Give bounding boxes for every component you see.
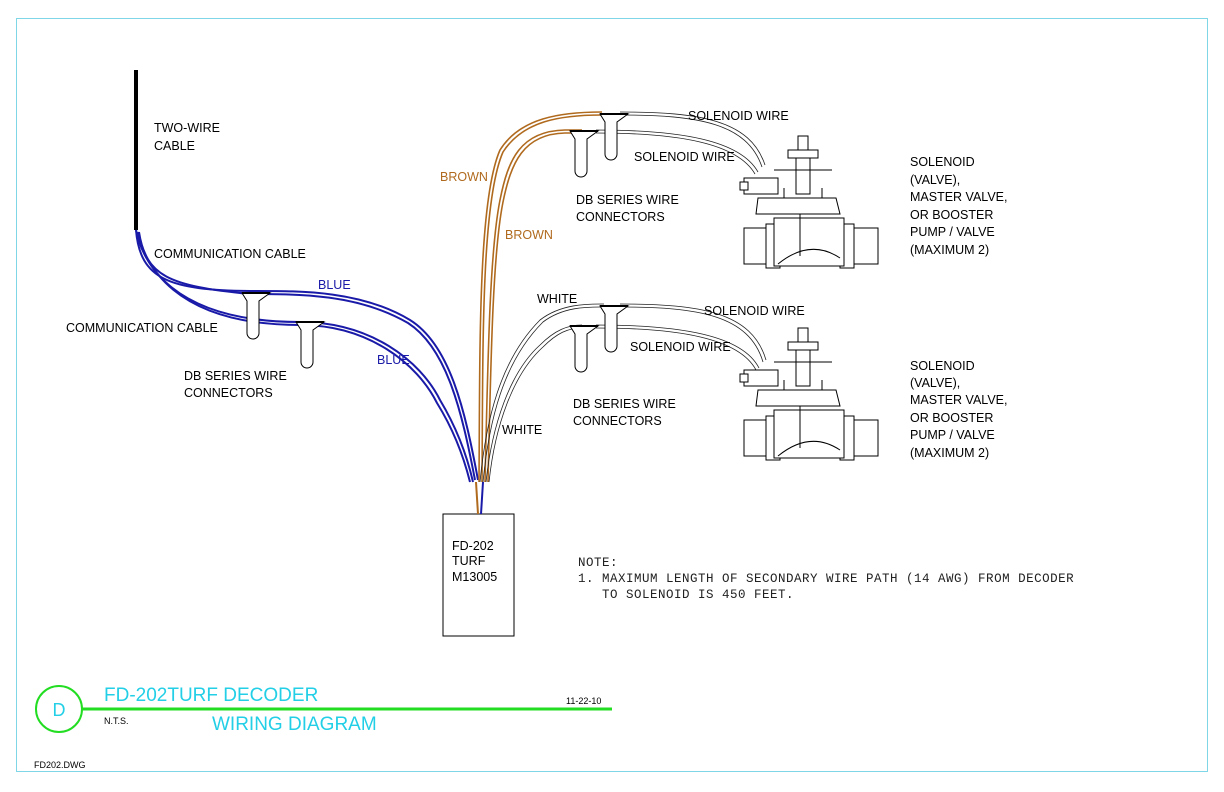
db-connectors-bot-label-2: CONNECTORS: [573, 414, 662, 428]
sol-bot-line-5: PUMP / VALVE: [910, 428, 995, 442]
date-label: 11-22-10: [566, 696, 601, 706]
solenoid-wire-label-top-1: SOLENOID WIRE: [688, 109, 789, 123]
note-line-1: 1. MAXIMUM LENGTH OF SECONDARY WIRE PATH…: [578, 572, 1074, 586]
decoder-label-3: M13005: [452, 570, 497, 584]
blue-label-1: BLUE: [318, 278, 351, 292]
note-heading: NOTE:: [578, 556, 618, 570]
sol-top-line-5: PUMP / VALVE: [910, 225, 995, 239]
db-connectors-left-label-2: CONNECTORS: [184, 386, 273, 400]
sol-bot-line-6: (MAXIMUM 2): [910, 446, 989, 460]
wire-connector-left-2: [295, 321, 325, 369]
blue-communication-wires: [135, 229, 479, 483]
wire-connector-bot-1: [599, 305, 629, 353]
two-wire-label-2: CABLE: [154, 139, 195, 153]
wire-connector-bot-2: [569, 325, 599, 373]
sol-top-line-1: SOLENOID: [910, 155, 975, 169]
title-line-2: WIRING DIAGRAM: [212, 714, 377, 735]
white-label-2: WHITE: [502, 423, 542, 437]
scale-label: N.T.S.: [104, 716, 129, 726]
note-line-2: TO SOLENOID IS 450 FEET.: [578, 588, 794, 602]
filename-label: FD202.DWG: [34, 760, 86, 770]
sol-bot-line-2: (VALVE),: [910, 376, 960, 390]
white-label-1: WHITE: [537, 292, 577, 306]
brown-label-2: BROWN: [505, 228, 553, 242]
drawing-frame: [16, 18, 1208, 772]
brown-label-1: BROWN: [440, 170, 488, 184]
wire-connector-top-1: [599, 113, 629, 161]
white-wires: [479, 303, 605, 483]
comm-cable-label-1: COMMUNICATION CABLE: [154, 247, 306, 261]
sol-top-line-2: (VALVE),: [910, 173, 960, 187]
sol-bot-line-3: MASTER VALVE,: [910, 393, 1007, 407]
two-wire-label-1: TWO-WIRE: [154, 121, 220, 135]
wire-connector-top-2: [569, 130, 599, 178]
comm-cable-label-2: COMMUNICATION CABLE: [66, 321, 218, 335]
db-connectors-left-label-1: DB SERIES WIRE: [184, 369, 287, 383]
sol-top-line-3: MASTER VALVE,: [910, 190, 1007, 204]
solenoid-wire-label-bot-1: SOLENOID WIRE: [704, 304, 805, 318]
db-connectors-top-label-1: DB SERIES WIRE: [576, 193, 679, 207]
sol-bot-line-4: OR BOOSTER: [910, 411, 993, 425]
solenoid-description-bottom: SOLENOID (VALVE), MASTER VALVE, OR BOOST…: [910, 359, 1007, 460]
sol-top-line-6: (MAXIMUM 2): [910, 243, 989, 257]
db-connectors-top-label-2: CONNECTORS: [576, 210, 665, 224]
db-connectors-bot-label-1: DB SERIES WIRE: [573, 397, 676, 411]
solenoid-wires-top: [595, 111, 766, 175]
sol-top-line-4: OR BOOSTER: [910, 208, 993, 222]
decoder-box: [442, 513, 515, 637]
decoder-label-1: FD-202: [452, 539, 494, 553]
decoder-label-2: TURF: [452, 554, 486, 568]
detail-badge-letter: D: [53, 700, 66, 720]
wire-connector-left-1: [241, 292, 271, 340]
solenoid-wire-label-bot-2: SOLENOID WIRE: [630, 340, 731, 354]
solenoid-description-top: SOLENOID (VALVE), MASTER VALVE, OR BOOST…: [910, 155, 1007, 257]
solenoid-wires-bot: [595, 303, 767, 371]
title-line-1: FD-202TURF DECODER: [104, 685, 318, 706]
sol-bot-line-1: SOLENOID: [910, 359, 975, 373]
solenoid-wire-label-top-2: SOLENOID WIRE: [634, 150, 735, 164]
brown-wires: [478, 111, 603, 483]
blue-label-2: BLUE: [377, 353, 410, 367]
